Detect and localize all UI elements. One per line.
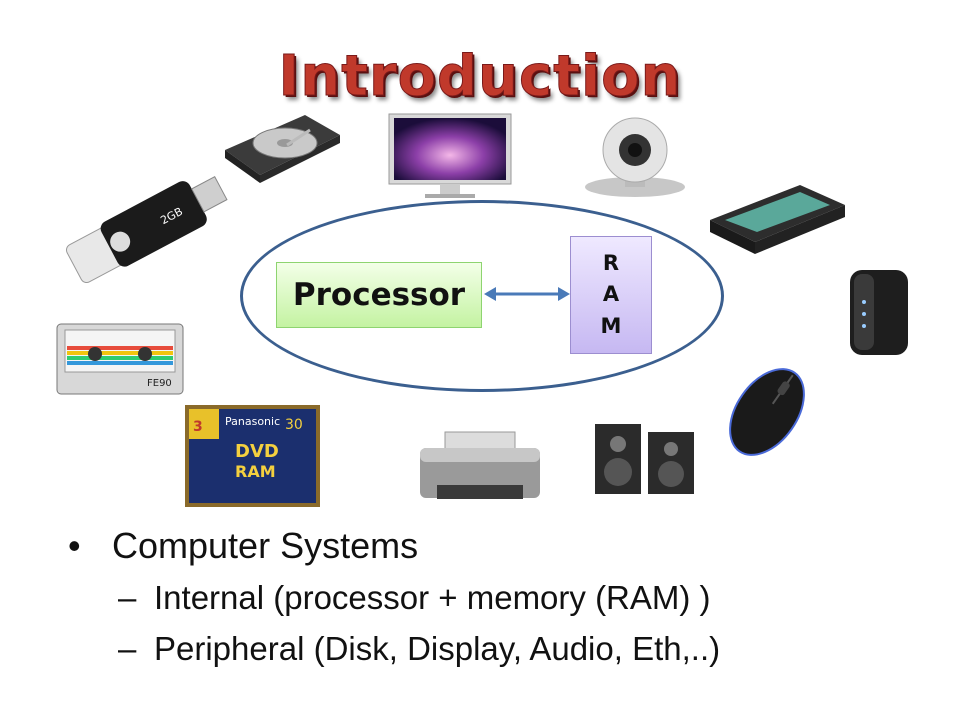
bidirectional-arrow bbox=[484, 287, 570, 301]
slide-title: Introduction bbox=[278, 44, 682, 110]
bullet-level1: • Computer Systems bbox=[68, 525, 418, 567]
speakers-icon bbox=[595, 424, 694, 494]
ram-letter: A bbox=[602, 282, 620, 307]
ram-letter: R bbox=[602, 250, 620, 275]
scanner-icon bbox=[710, 185, 845, 254]
ram-box: R A M bbox=[570, 236, 652, 354]
system-boundary-ellipse bbox=[240, 200, 724, 392]
bullet-text: Peripheral (Disk, Display, Audio, Eth,..… bbox=[154, 630, 721, 667]
processor-box: Processor bbox=[276, 262, 482, 328]
bullet-text: Computer Systems bbox=[112, 525, 419, 566]
bullet-marker: – bbox=[118, 630, 137, 667]
bullet-level2: –Peripheral (Disk, Display, Audio, Eth,.… bbox=[118, 630, 720, 668]
svg-text:3: 3 bbox=[193, 419, 203, 435]
ram-letter: M bbox=[600, 313, 622, 338]
monitor-icon bbox=[388, 113, 512, 198]
webcam-icon bbox=[585, 117, 685, 197]
bullet-marker: – bbox=[118, 579, 137, 616]
svg-text:Panasonic: Panasonic bbox=[225, 415, 280, 428]
svg-text:DVD: DVD bbox=[235, 441, 279, 462]
dvd-ram-icon: 3 Panasonic DVD RAM 30 bbox=[185, 405, 320, 507]
cassette-tape-icon: FE90 bbox=[56, 323, 184, 395]
bullet-level2: –Internal (processor + memory (RAM) ) bbox=[118, 579, 711, 617]
printer-icon bbox=[420, 431, 540, 499]
hard-disk-icon bbox=[225, 115, 340, 183]
mouse-icon bbox=[729, 368, 805, 456]
svg-text:30: 30 bbox=[285, 417, 303, 433]
usb-flash-drive-icon: 2GB bbox=[66, 176, 228, 284]
modem-icon bbox=[850, 270, 908, 355]
bullet-marker: • bbox=[68, 525, 81, 566]
svg-text:RAM: RAM bbox=[235, 462, 276, 481]
processor-label: Processor bbox=[292, 277, 466, 313]
bullet-text: Internal (processor + memory (RAM) ) bbox=[154, 579, 711, 616]
svg-text:FE90: FE90 bbox=[147, 378, 172, 389]
